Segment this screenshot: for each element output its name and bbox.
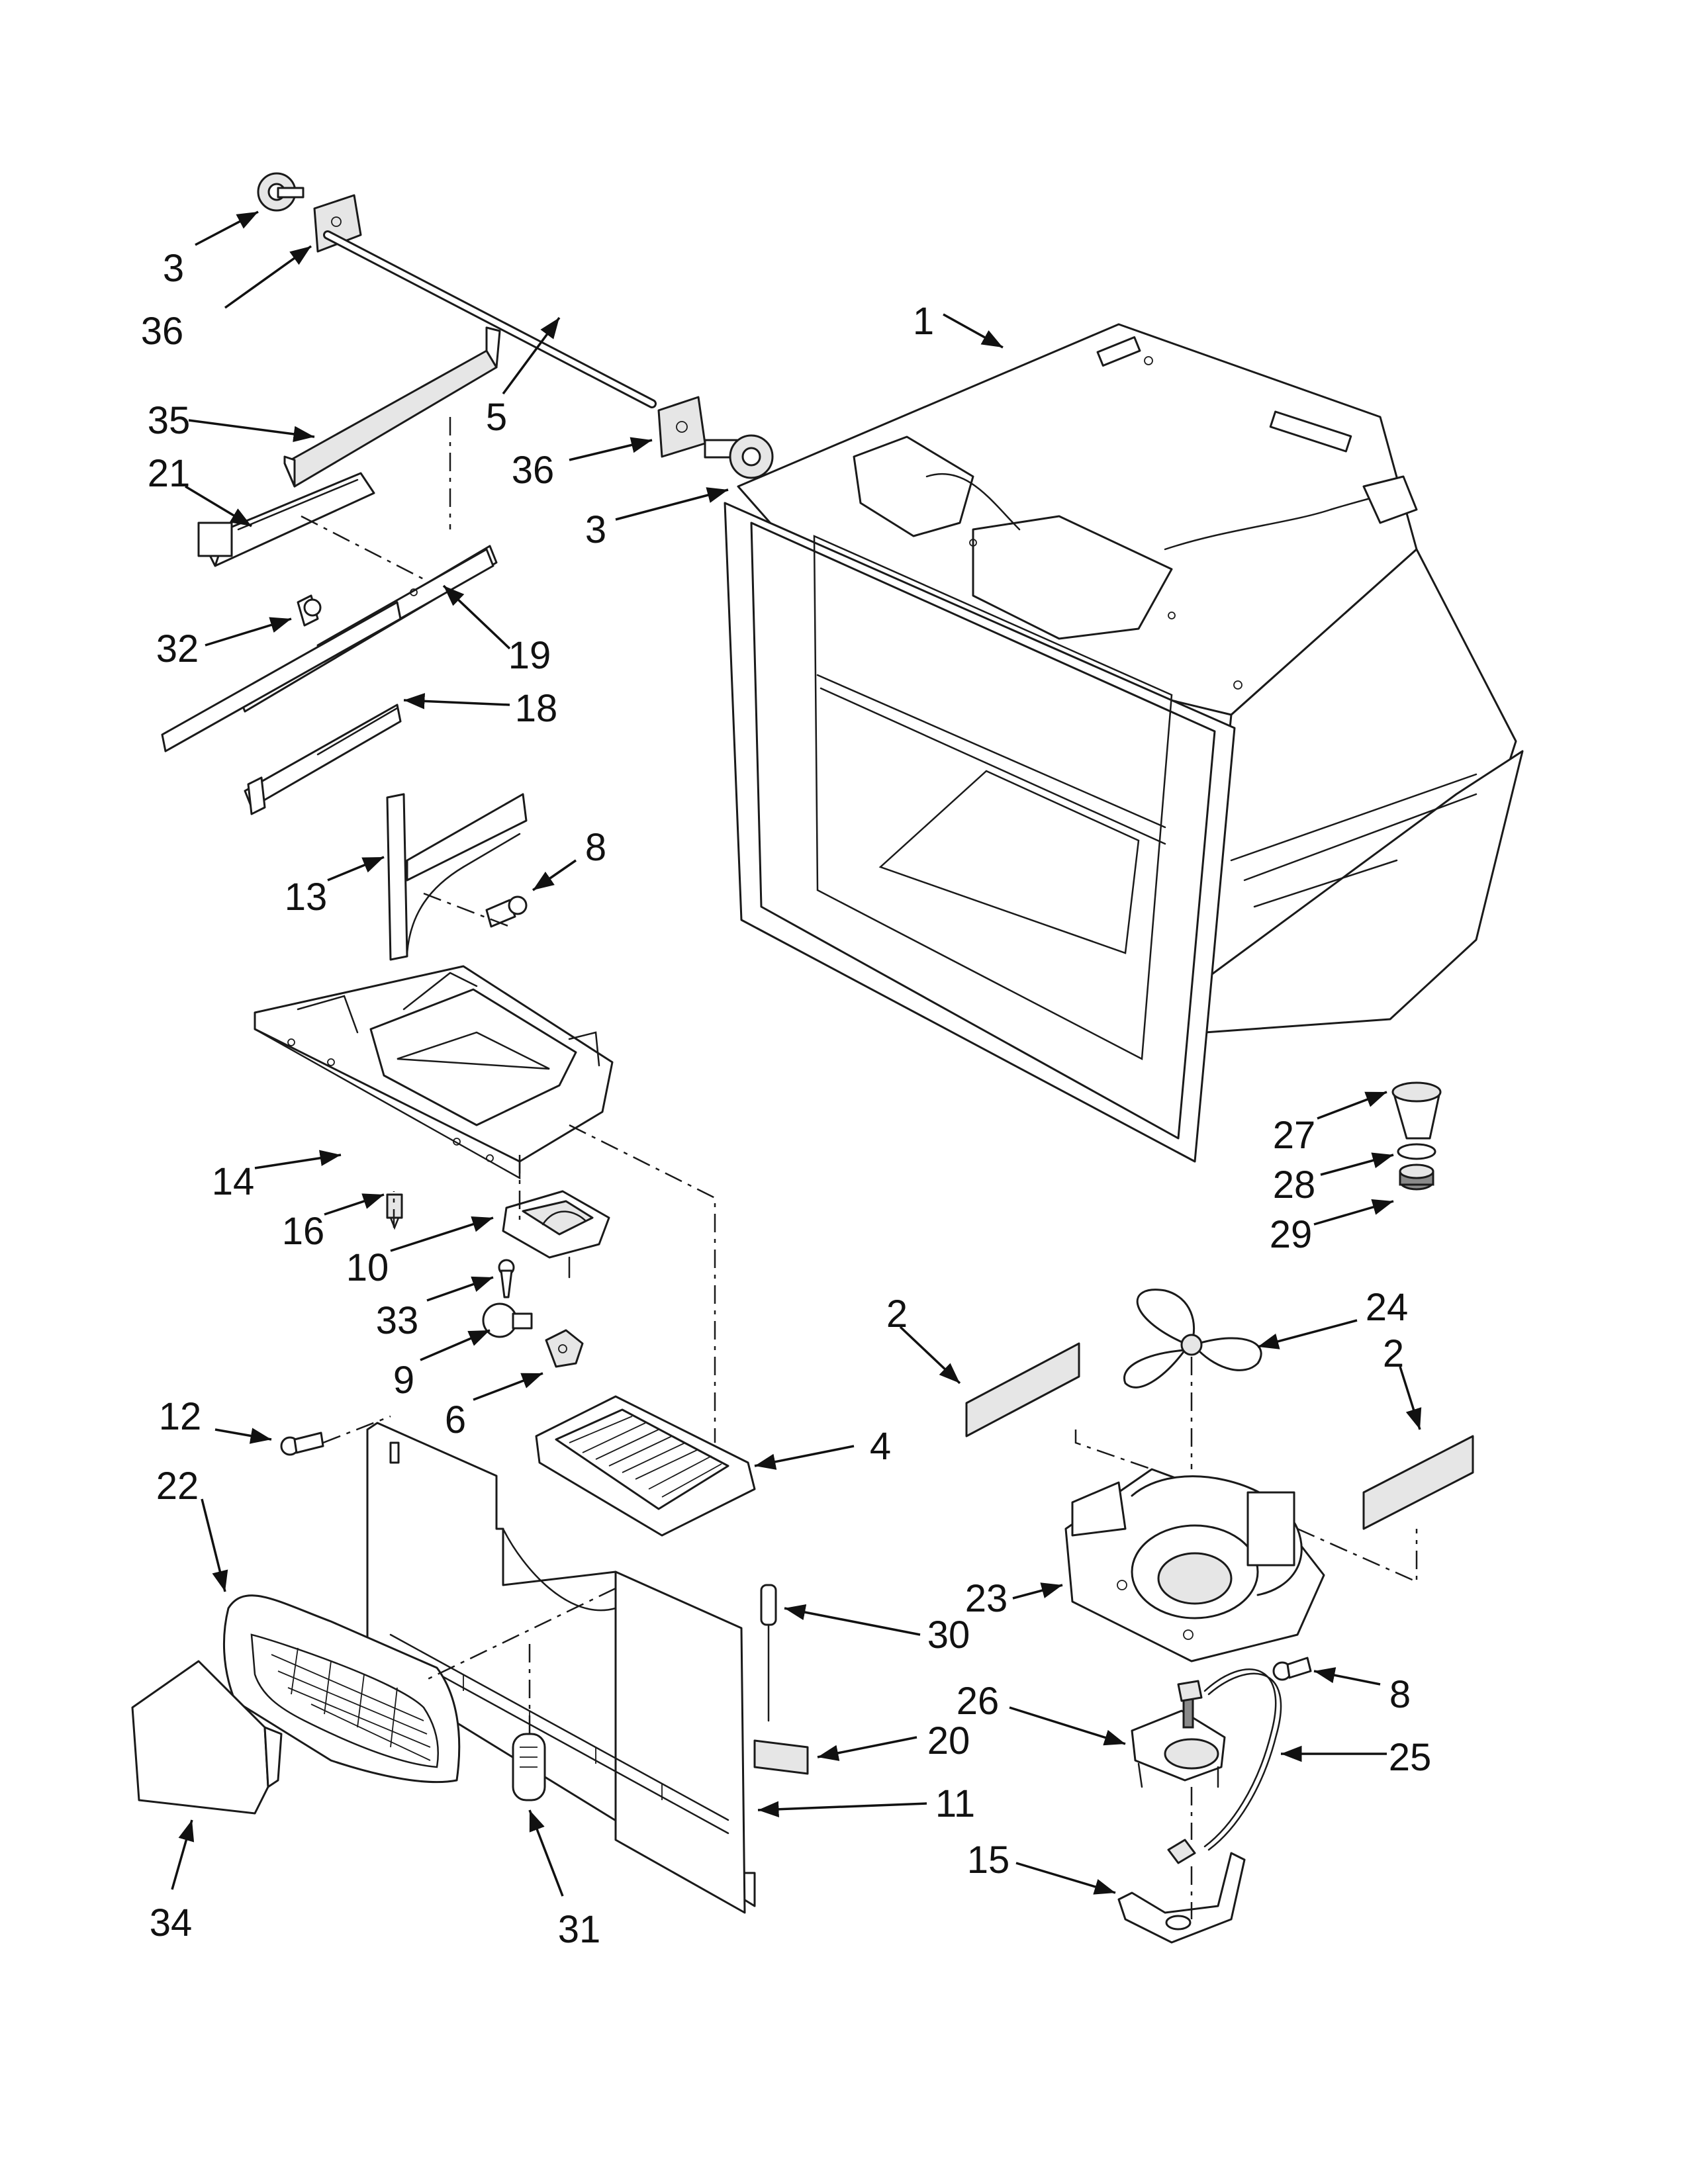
part-bracket-right	[657, 396, 706, 458]
part-end-cover	[131, 1660, 283, 1815]
callout-29: 29	[1270, 1213, 1313, 1256]
callout-25: 25	[1389, 1736, 1432, 1779]
part-thermistor	[760, 1584, 777, 1722]
callout-21: 21	[148, 452, 191, 495]
callout-16: 16	[282, 1210, 325, 1253]
callout-18: 18	[515, 687, 558, 730]
part-freezer-liner	[724, 323, 1524, 1163]
part-gear-right	[704, 434, 774, 479]
callout-19: 19	[508, 634, 551, 677]
callout-5: 5	[486, 396, 507, 439]
part-insulation-left	[965, 1342, 1080, 1437]
callout-33: 33	[376, 1299, 419, 1342]
callout-36: 36	[141, 310, 184, 353]
callout-30: 30	[927, 1614, 970, 1657]
callout-2: 2	[886, 1293, 908, 1336]
part-screw-8-upper	[485, 895, 528, 928]
part-screw-33	[498, 1259, 515, 1298]
callout-34: 34	[150, 1901, 193, 1944]
part-screw-32	[297, 594, 322, 627]
callout-6: 6	[445, 1398, 466, 1441]
callout-11: 11	[935, 1782, 975, 1825]
part-vertical-bracket	[386, 793, 528, 961]
part-fan-blade	[1123, 1289, 1262, 1388]
part-insulation-right	[1362, 1435, 1474, 1530]
callout-31: 31	[558, 1908, 601, 1951]
part-o-ring	[1397, 1143, 1436, 1160]
part-light-tray	[254, 965, 614, 1180]
part-foam-strip	[753, 1739, 809, 1775]
callout-8: 8	[585, 826, 606, 869]
callout-3: 3	[163, 247, 184, 290]
callout-13: 13	[285, 876, 328, 919]
callout-14: 14	[212, 1160, 255, 1203]
part-socket	[545, 1329, 584, 1368]
callout-35: 35	[148, 399, 191, 442]
callout-20: 20	[927, 1719, 970, 1762]
leader-lines	[171, 210, 1422, 1897]
callout-2: 2	[1383, 1332, 1404, 1375]
callout-36: 36	[512, 449, 555, 492]
part-grille-tray	[535, 1395, 756, 1537]
part-fan-shroud	[1064, 1468, 1325, 1662]
callout-28: 28	[1273, 1163, 1316, 1206]
part-bulb	[482, 1302, 533, 1338]
part-motor-bracket	[1117, 1839, 1246, 1944]
callout-27: 27	[1273, 1114, 1316, 1157]
callout-23: 23	[965, 1577, 1008, 1620]
part-slide-strip	[283, 326, 501, 488]
part-screw-8-lower	[1272, 1657, 1312, 1681]
callout-12: 12	[159, 1395, 202, 1438]
part-cap	[1399, 1163, 1434, 1191]
part-rail-bracket	[197, 472, 375, 567]
callout-32: 32	[156, 627, 199, 670]
part-wire-harness	[1203, 1668, 1282, 1851]
callout-15: 15	[967, 1839, 1010, 1882]
alignment-lines	[301, 417, 1418, 1919]
part-damper-31	[512, 1733, 546, 1801]
callout-labels: 3 36 1 5 35 36 21 3 32 19 18 8 13 27 14 …	[141, 247, 1432, 1951]
callout-9: 9	[393, 1359, 414, 1402]
part-drain-cup	[1391, 1081, 1442, 1140]
callout-10: 10	[346, 1246, 389, 1289]
part-rod	[323, 230, 657, 408]
part-fan-grille	[222, 1594, 461, 1784]
part-screw-12	[280, 1432, 324, 1456]
callout-1: 1	[913, 300, 934, 343]
part-gear-left	[257, 172, 305, 212]
callout-8: 8	[1389, 1673, 1411, 1716]
callout-4: 4	[870, 1425, 891, 1468]
callout-3: 3	[585, 508, 606, 551]
part-rear-panel	[366, 1422, 756, 1914]
part-fan-motor	[1131, 1680, 1226, 1788]
part-light-cover	[502, 1190, 610, 1279]
part-slide-rail-18	[161, 601, 402, 815]
callout-26: 26	[957, 1680, 1000, 1723]
callout-24: 24	[1366, 1286, 1409, 1329]
callout-22: 22	[156, 1465, 199, 1508]
